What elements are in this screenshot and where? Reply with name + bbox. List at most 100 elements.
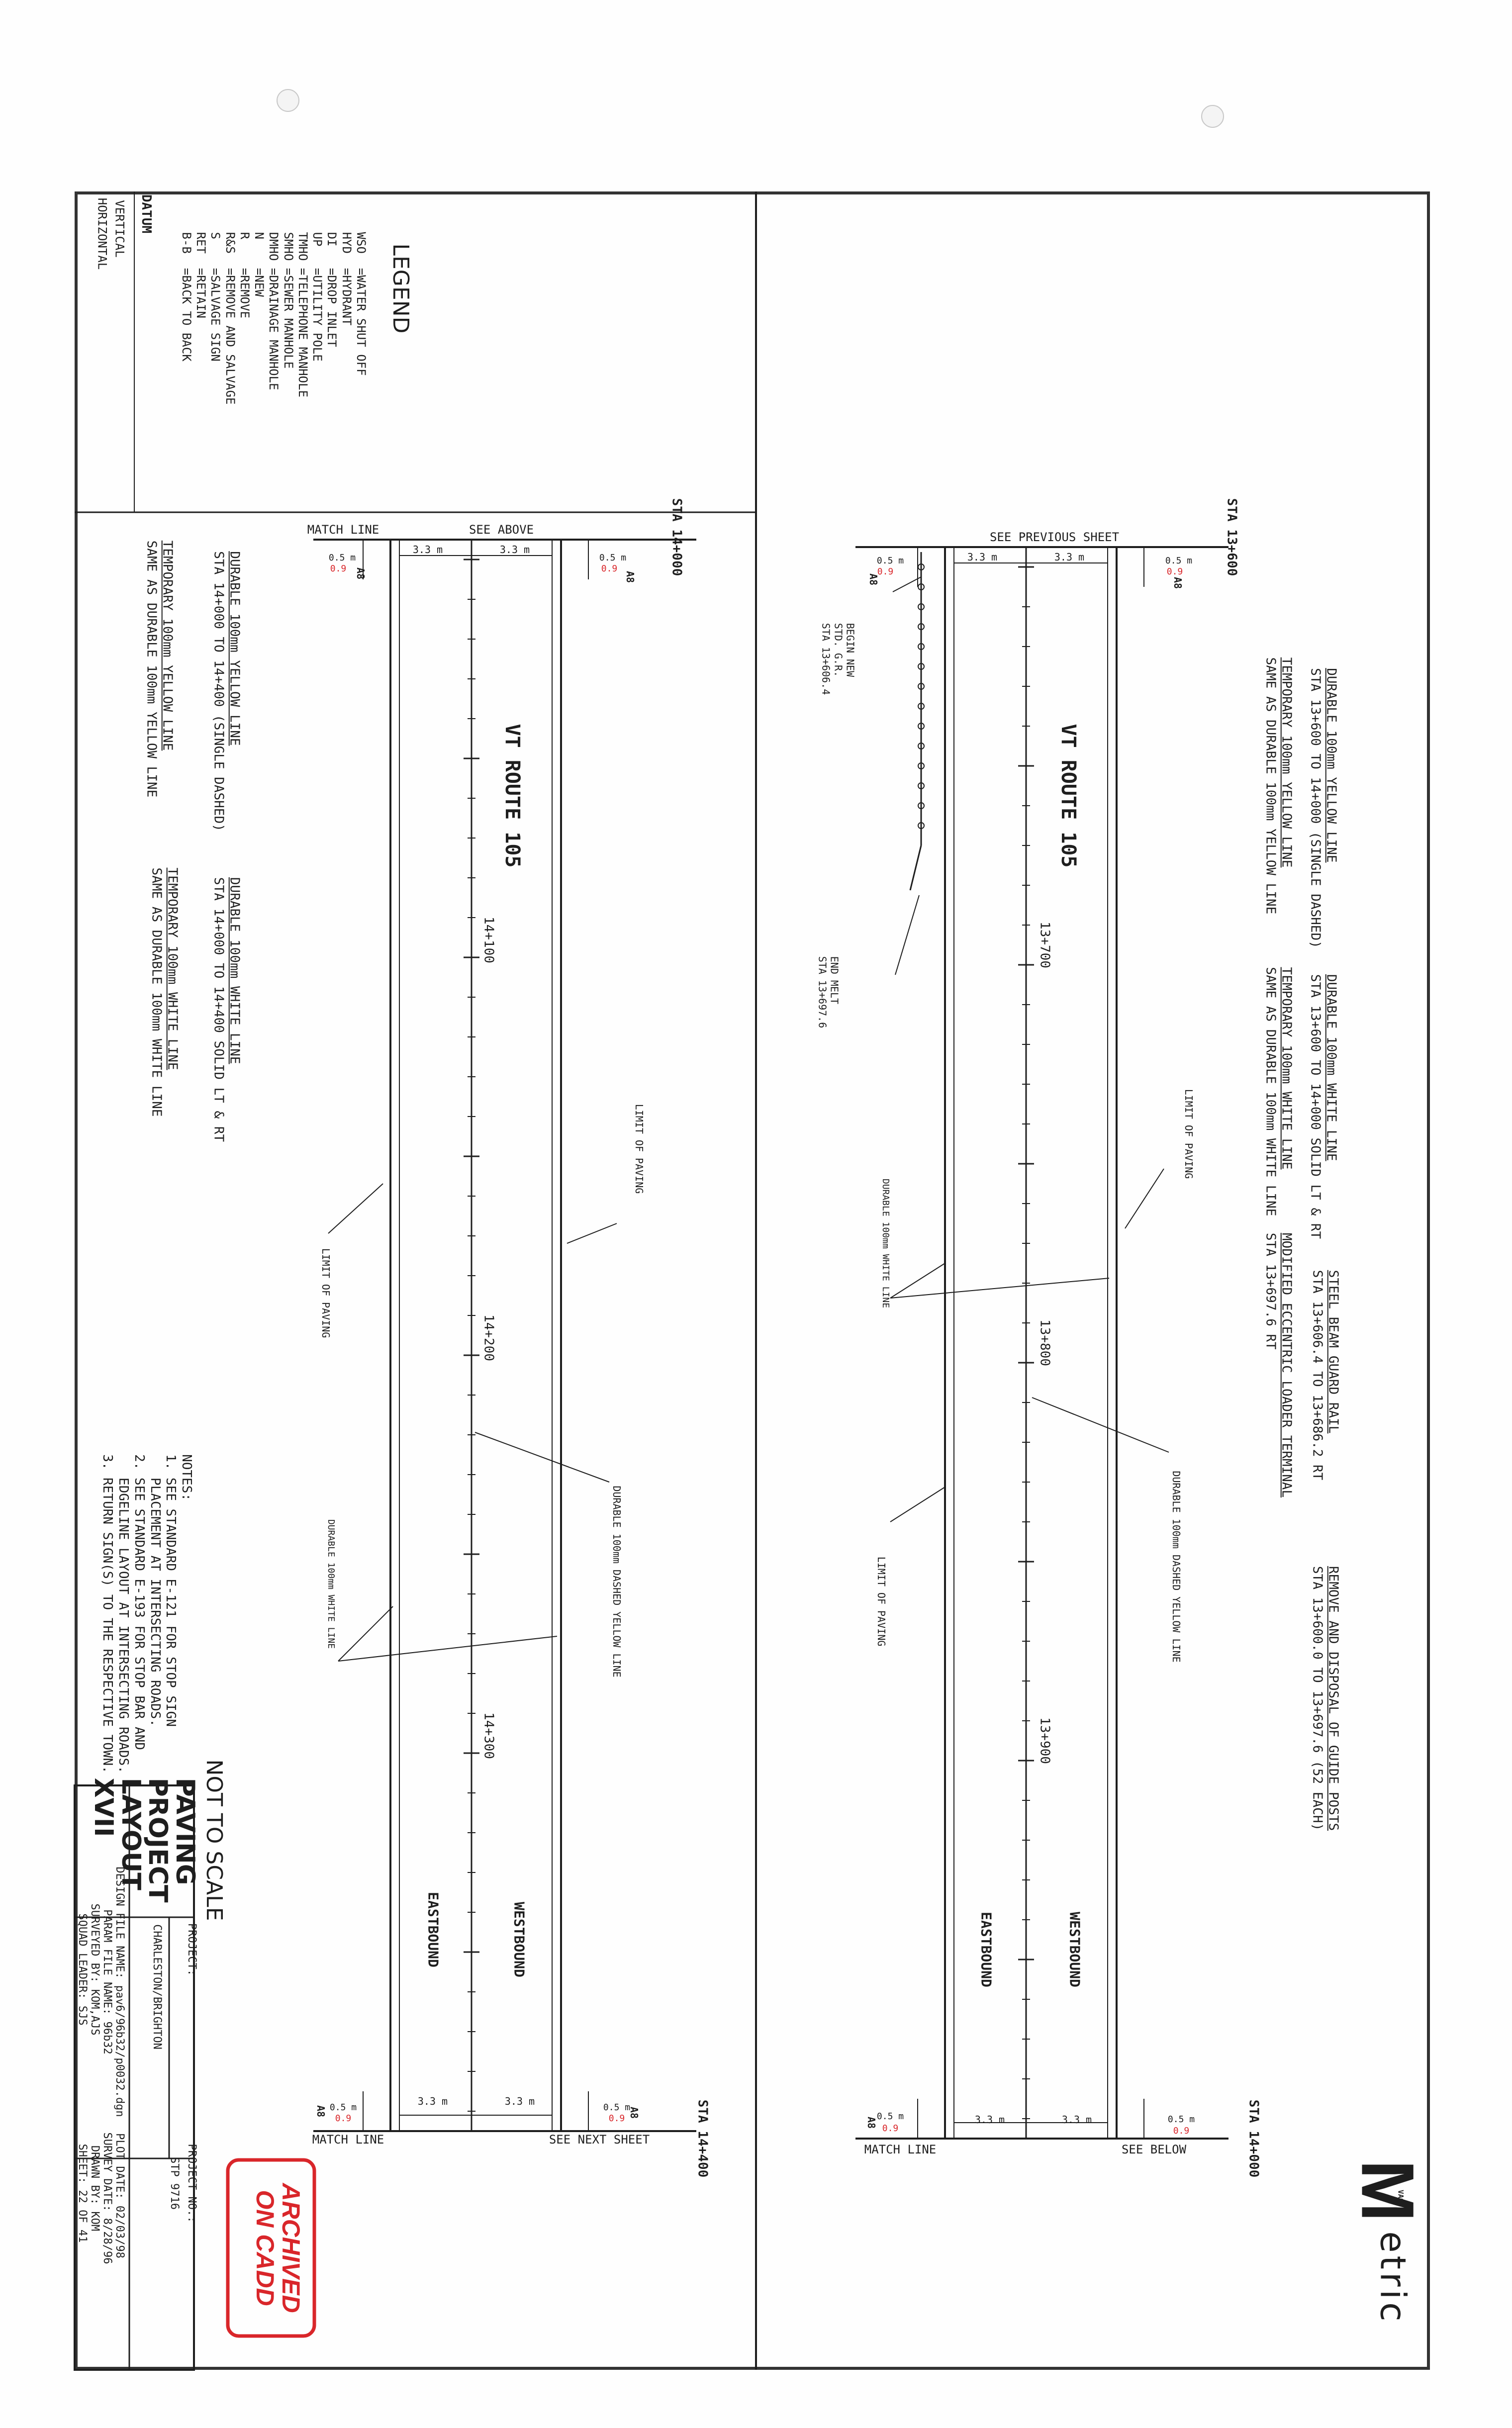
leader-line (892, 576, 922, 592)
text-line: TEMPORARY 100mm YELLOW LINE (160, 540, 175, 751)
lower-offset: 0.5 m (603, 2102, 631, 2113)
upper-see-below: SEE BELOW (1121, 2142, 1187, 2156)
legend-title: LEGEND (387, 243, 413, 334)
upper-offset: 0.5 m (876, 2111, 904, 2122)
lower-sta-end: STA 14+400 (695, 2099, 710, 2178)
upper-yellow-line-callout: DURABLE 100mm DASHED YELLOW LINE (1170, 1471, 1182, 1663)
upper-eastbound: EASTBOUND (978, 1912, 995, 1987)
text-line: SAME AS DURABLE 100mm YELLOW LINE (144, 540, 159, 798)
text-line: SAME AS DURABLE 100mm YELLOW LINE (1263, 657, 1278, 915)
svg-text:ARCHIVED: ARCHIVED (277, 2182, 305, 2313)
text-line: TMHO =TELEPHONE MANHOLE (296, 232, 310, 397)
text-line: REMOVE AND DISPOSAL OF GUIDE POSTS (1325, 1566, 1341, 1831)
upper-lane-width: 3.3 m (974, 2114, 1005, 2126)
text-line: PLACEMENT AT INTERSECTING ROADS. (147, 1454, 163, 1727)
metric-logo-mark: M (1346, 2159, 1430, 2222)
text-line: WSO =WATER SHUT OFF (354, 232, 369, 376)
lower-lane-width: 3.3 m (499, 544, 530, 556)
text-line: DMHO =DRAINAGE MANHOLE (267, 232, 281, 390)
guide-post (918, 683, 925, 690)
text-line: PAVING (170, 1777, 200, 1885)
text-line: MODIFIED ECCENTRIC LOADER TERMINAL (1279, 1232, 1294, 1498)
text-line: STA 13+697.6 (816, 956, 828, 1028)
text-line: STA 14+000 TO 14+400 (SINGLE DASHED) (211, 551, 226, 832)
text-line: 2. SEE STANDARD E-193 FOR STOP BAR AND (132, 1454, 147, 1750)
lower-offset-red: 0.9 (608, 2113, 625, 2124)
lower-offset-red: 0.9 (330, 563, 347, 574)
plot-date: PLOT DATE: 02/03/98 (113, 2133, 126, 2258)
leader-line (1125, 1168, 1164, 1229)
leader-line (890, 1487, 945, 1522)
upper-lane-width: 3.3 m (1061, 2114, 1092, 2126)
guide-post (918, 802, 925, 809)
upper-limit-paving-top: LIMIT OF PAVING (1183, 1089, 1195, 1179)
text-line: R&S =REMOVE AND SALVAGE (223, 232, 237, 405)
text-line: TEMPORARY 100mm YELLOW LINE (1279, 657, 1294, 868)
datum-horizontal: HORIZONTAL (95, 197, 109, 270)
lower-yellow-line-callout: DURABLE 100mm DASHED YELLOW LINE (611, 1486, 623, 1678)
lower-match-line-bottom: MATCH LINE (312, 2132, 384, 2147)
upper-offset: 0.5 m (1165, 556, 1193, 566)
upper-station-13800: 13+800 (1037, 1319, 1052, 1366)
text-line: DI =DROP INLET (325, 232, 339, 347)
leader-line (474, 1432, 610, 1483)
lower-route-label: VT ROUTE 105 (501, 724, 524, 868)
text-line: UP =UTILITY POLE (310, 232, 325, 362)
upper-station-13700: 13+700 (1037, 922, 1052, 968)
upper-offset-red: 0.9 (1166, 566, 1183, 577)
upper-station-13900: 13+900 (1037, 1717, 1052, 1764)
guide-post (918, 822, 925, 829)
upper-limit-paving-bottom: LIMIT OF PAVING (875, 1556, 887, 1647)
upper-lane-width: 3.3 m (967, 551, 998, 563)
lower-lane-width: 3.3 m (412, 544, 443, 556)
lower-limit-paving-top: LIMIT OF PAVING (633, 1104, 645, 1194)
text-line: SAME AS DURABLE 100mm WHITE LINE (1263, 967, 1278, 1216)
leader-line (338, 1606, 393, 1662)
text-line: STD. G.R. (832, 623, 845, 677)
lower-white-line-callout: DURABLE 100mm WHITE LINE (325, 1519, 336, 1649)
guide-post (918, 762, 925, 769)
text-line: SMHO =SEWER MANHOLE (281, 232, 295, 369)
text-line: N =NEW (252, 232, 267, 297)
project-name: CHARLESTON/BRIGHTON (151, 1924, 164, 2050)
lower-see-above: SEE ABOVE (469, 522, 534, 537)
leader-line (895, 895, 920, 975)
guide-post (918, 583, 925, 590)
sheet-number: SHEET: 22 OF 41 (76, 2144, 89, 2243)
lower-station-14100: 14+100 (481, 917, 496, 963)
upper-route-label: VT ROUTE 105 (1057, 724, 1080, 868)
lower-a8: A8 (624, 570, 636, 583)
text-line: STEEL BEAM GUARD RAIL (1325, 1270, 1341, 1434)
lower-offset: 0.5 m (599, 553, 627, 563)
text-line: 3. RETURN SIGN(S) TO THE RESPECTIVE TOWN… (100, 1454, 115, 1774)
project-no-label: PROJECT NO.: (186, 2144, 198, 2223)
leader-line (338, 1636, 558, 1662)
text-line: TEMPORARY 100mm WHITE LINE (1279, 967, 1294, 1170)
surveyed-by: SURVEYED BY: KOM,AJS (89, 1903, 101, 2036)
leader-line (1032, 1397, 1169, 1453)
lower-a8: A8 (355, 567, 367, 580)
guide-post (918, 663, 925, 670)
text-line: EDGELINE LAYOUT AT INTERSECTING ROADS. (116, 1454, 131, 1774)
text-line: R =REMOVE (238, 232, 252, 318)
squad-leader: SQUAD LEADER: SJS (76, 1913, 89, 2026)
lower-lane-width: 3.3 m (417, 2095, 448, 2107)
upper-offset: 0.5 m (876, 556, 904, 566)
lower-lane-width: 3.3 m (504, 2095, 535, 2107)
upper-offset: 0.5 m (1167, 2114, 1195, 2125)
upper-westbound: WESTBOUND (1066, 1912, 1083, 1987)
upper-match-line: MATCH LINE (864, 2142, 937, 2156)
param-file: PARAM FILE NAME: 96b32 (101, 1909, 114, 2054)
lower-see-next: SEE NEXT SHEET (549, 2132, 650, 2147)
